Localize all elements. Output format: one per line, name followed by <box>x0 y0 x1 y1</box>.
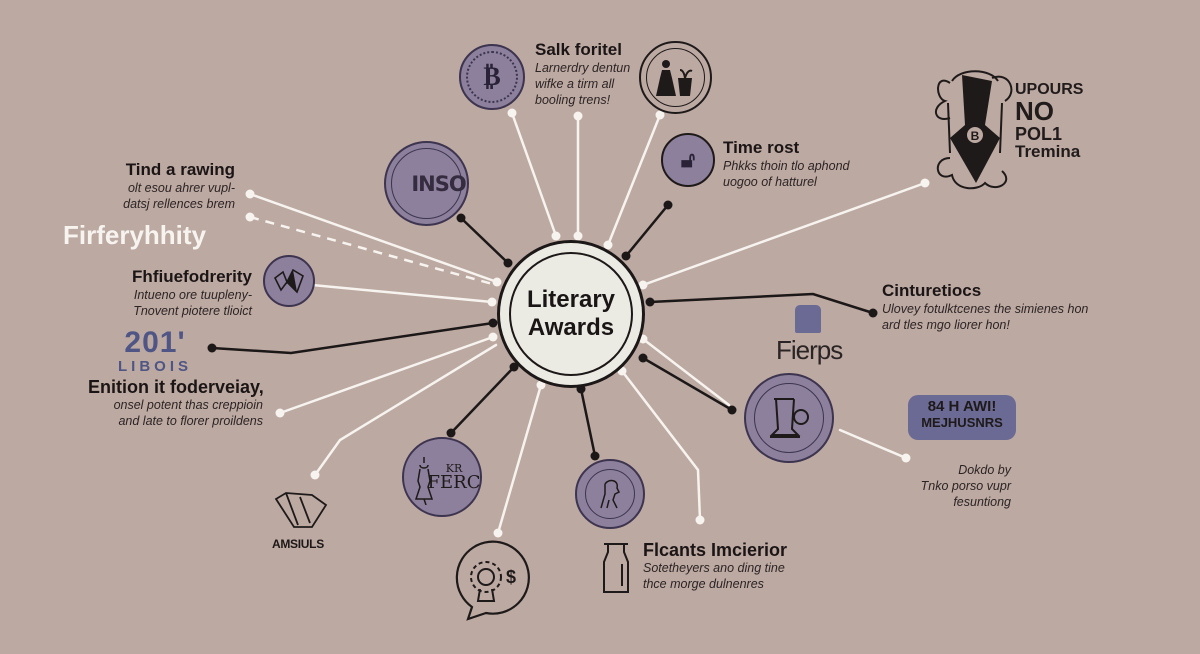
node-top-right: Time rost Phkks thoin tlo aphond uogoo o… <box>723 138 849 190</box>
dollar-glyph: $ <box>506 567 516 587</box>
banner-line-2: MEJHUSNRS <box>921 415 1003 430</box>
upours-logo-text: UPOURS NO POL1 Tremina <box>1015 81 1084 162</box>
node-far-right-desc-2: Tnko porso vupr <box>920 479 1011 493</box>
year-caption: LIBOIS <box>118 358 193 375</box>
node-top-right-title: Time rost <box>723 138 800 157</box>
node-top-desc-3: booling trens! <box>535 93 611 107</box>
fountain-pen-cloud-icon: B <box>935 70 1013 190</box>
ferc-label: FERC <box>427 471 481 493</box>
upours-line-2: NO <box>1015 96 1054 127</box>
year-block: 201' LIBOIS <box>118 326 193 376</box>
year-value: 201' <box>124 326 186 359</box>
hub-title-line1: Literary <box>526 286 616 313</box>
node-left-top-desc-2: datsj rellences brem <box>123 197 235 211</box>
node-left-mid-title: Fhfiuefodrerity <box>132 267 252 286</box>
cup-badge-icon[interactable] <box>744 373 834 463</box>
node-top-title: Salk foritel <box>535 40 622 59</box>
hub-literary-awards[interactable]: Literary Awards <box>497 240 645 388</box>
node-right-mid-title: Cinturetiocs <box>882 281 982 300</box>
side-heading: Firferyhhity <box>63 220 207 250</box>
node-left-bottom-desc-2: and late to florer proildens <box>118 414 263 428</box>
upours-line-1: UPOURS <box>1015 81 1084 98</box>
node-top-desc-1: Larnerdry dentun <box>535 61 631 75</box>
node-left-bottom-title: Enition it foderveiay, <box>88 377 264 397</box>
ferc-top-label: KR <box>445 461 463 475</box>
hub-title: Literary Awards <box>527 286 615 342</box>
upours-line-3: POL1 <box>1015 123 1063 144</box>
node-left-top-title: Tind a rawing <box>125 160 235 179</box>
origami-badge-icon[interactable] <box>263 255 315 307</box>
node-far-right-desc-3: fesuntiong <box>953 495 1011 509</box>
node-bottom-right-title: Flcants Imcierior <box>643 540 788 560</box>
node-right-mid: Cinturetiocs Ulovey fotulktcenes the sim… <box>882 281 1088 333</box>
node-top: Salk foritel Larnerdry dentun wifke a ti… <box>535 40 630 108</box>
node-left-bottom-desc-1: onsel potent thas creppioin <box>113 398 263 412</box>
pen-b-glyph: B <box>971 129 980 143</box>
fierps-label: Fierps <box>776 335 843 365</box>
dress-form-icon <box>414 457 434 505</box>
upours-line-4: Tremina <box>1015 142 1081 162</box>
node-bottom-right-desc-1: Sotetheyers ano ding tine <box>643 561 785 575</box>
hub-ring <box>509 252 633 376</box>
node-left-top: Tind a rawing olt esou ahrer vupl- datsj… <box>100 160 235 212</box>
portrait-icon <box>600 479 621 509</box>
node-top-desc-2: wifke a tirm all <box>535 77 615 91</box>
node-left-mid-desc-1: Intueno ore tuupleny- <box>133 288 252 302</box>
ferc-badge-icon[interactable]: KR FERC <box>402 437 482 517</box>
inso-badge-icon[interactable]: INSO <box>384 141 469 226</box>
cup-icon <box>769 398 809 438</box>
portrait-medal-icon[interactable] <box>575 459 645 529</box>
gear-dollar-chat-icon[interactable]: $ <box>454 539 530 621</box>
hub-title-line2: Awards <box>527 314 615 341</box>
bottle-icon <box>603 543 629 593</box>
fierps-jar-icon <box>795 305 821 333</box>
cloud-banner-icon <box>908 395 1016 440</box>
node-left-bottom: Enition it foderveiay, onsel potent thas… <box>88 377 264 429</box>
node-bottom-right: Flcants Imcierior Sotetheyers ano ding t… <box>643 540 787 592</box>
gear-dollar-svg: $ <box>455 540 530 621</box>
node-left-mid-desc-2: Tnovent piotere tlioict <box>133 304 252 318</box>
node-bottom-right-desc-2: thce morge dulnenres <box>643 577 764 591</box>
node-left-mid: Fhfiuefodrerity Intueno ore tuupleny- Tn… <box>122 267 252 319</box>
lock-badge-icon[interactable]: 🔓︎ <box>661 133 715 187</box>
node-top-right-desc-2: uogoo of hatturel <box>723 175 817 189</box>
node-right-mid-desc-2: ard tles mgo liorer hon! <box>882 318 1010 332</box>
person-plant-icon <box>655 59 692 96</box>
coin-badge-icon[interactable]: ₿ <box>459 44 525 110</box>
node-far-right-desc-1: Dokdo by <box>958 463 1011 477</box>
inso-badge-label: INSO <box>411 171 466 196</box>
person-plant-badge-icon[interactable] <box>639 41 712 114</box>
banner-line-1: 84 H AWI! <box>927 398 997 415</box>
folded-leaf-icon <box>274 492 328 528</box>
node-top-right-desc-1: Phkks thoin tlo aphond <box>723 159 850 173</box>
node-right-mid-desc-1: Ulovey fotulktcenes the simienes hon <box>882 302 1089 316</box>
amsiuls-label: AMSIULS <box>272 537 324 551</box>
node-left-top-desc-1: olt esou ahrer vupl- <box>127 181 235 195</box>
node-far-right: Dokdo by Tnko porso vupr fesuntiong <box>900 462 1011 510</box>
banner-text: 84 H AWI! MEJHUSNRS <box>915 398 1009 430</box>
origami-icon <box>273 268 304 294</box>
